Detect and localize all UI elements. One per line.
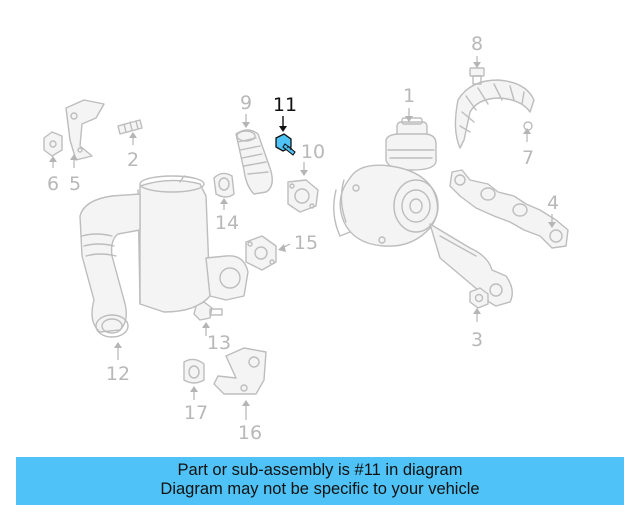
callout-16: 16 [238,422,262,444]
callout-10: 10 [301,141,325,163]
part-6-nut [43,131,63,157]
callout-13: 13 [207,332,231,354]
turbocharger [333,164,513,307]
catalytic-converter [137,175,249,313]
callout-15: 15 [294,232,318,254]
info-banner: Part or sub-assembly is #11 in diagram D… [16,457,624,505]
banner-line-disclaimer: Diagram may not be specific to your vehi… [160,480,480,498]
part-8-bolt [469,67,485,85]
callout-4: 4 [547,192,559,214]
callout-2: 2 [127,149,139,171]
callout-5: 5 [69,173,81,195]
callout-6: 6 [47,173,59,195]
part-14-nut [213,172,235,198]
banner-line-part-number: Part or sub-assembly is #11 in diagram [177,461,463,479]
part-10-gasket [287,179,319,213]
callout-labels: 1 2 3 4 5 6 7 8 9 10 11 12 13 14 15 16 1… [47,33,559,444]
part-7-heat-shield [454,79,535,149]
callout-17: 17 [184,402,208,424]
part-2-stud [117,119,143,135]
part-13-bolt [193,301,223,321]
part-4-gasket [449,169,569,249]
part-17-nut [183,358,205,384]
callout-11: 11 [273,94,297,116]
callout-8: 8 [471,33,483,55]
leader-lines [49,56,556,420]
callout-3: 3 [471,329,483,351]
callout-7: 7 [522,147,534,169]
part-11-bolt-highlighted[interactable] [275,133,296,156]
part-16-bracket [213,347,267,395]
callout-14: 14 [215,212,239,234]
part-12-pipe [79,193,141,338]
part-1-actuator [385,117,437,171]
part-5-bracket [65,99,105,161]
callout-9: 9 [240,92,252,114]
part-3-nut [469,287,489,309]
part-9-flex-pipe [235,129,273,195]
callout-12: 12 [106,363,130,385]
callout-1: 1 [403,85,415,107]
part-15-gasket [245,235,277,271]
